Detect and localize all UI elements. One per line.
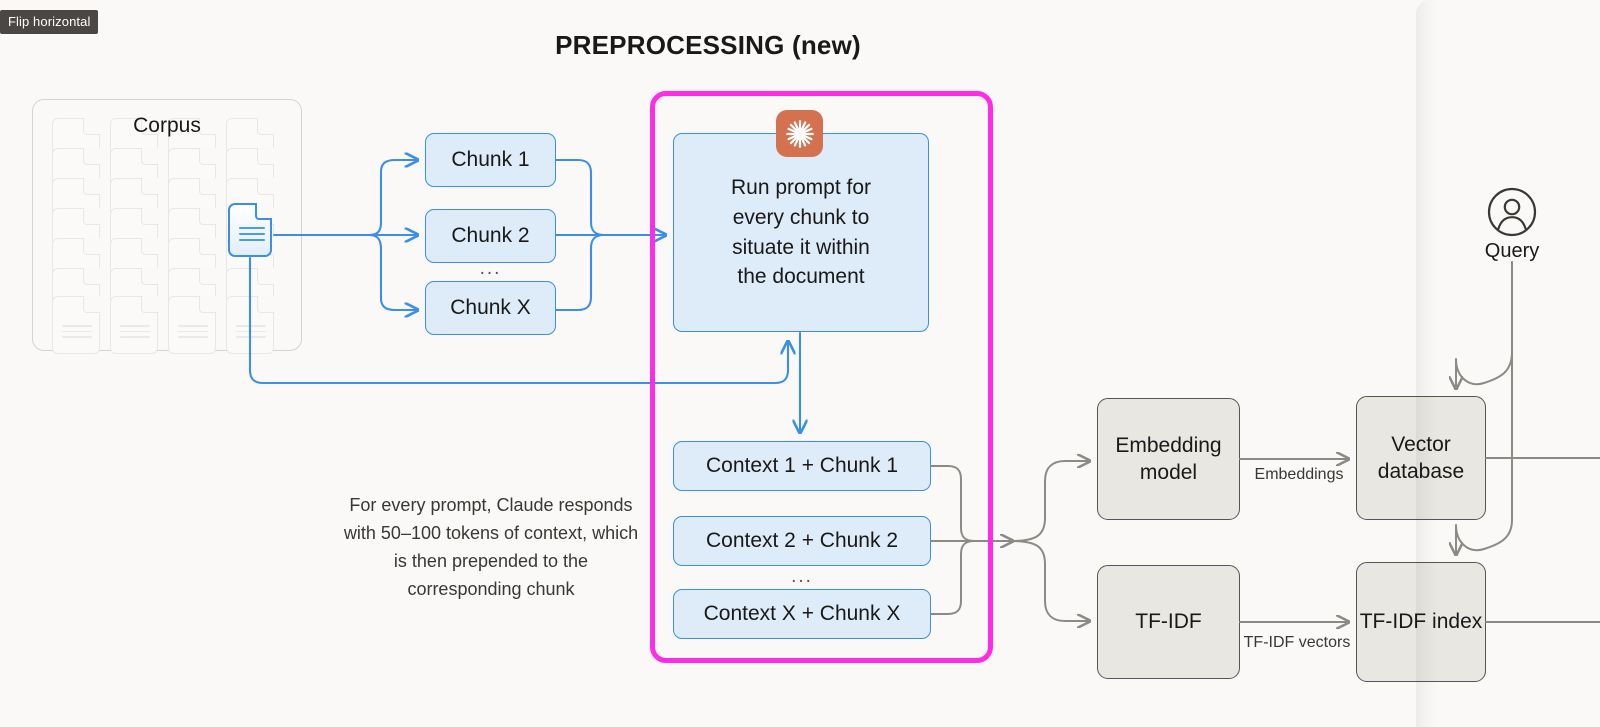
tfidf-label: TF-IDF — [1135, 610, 1202, 634]
chunk-label: Chunk 2 — [451, 224, 530, 247]
query-label: Query — [1484, 240, 1540, 262]
corpus-document-column — [52, 118, 100, 354]
document-icon — [52, 296, 100, 354]
chunk-node-1[interactable]: Chunk 1 — [425, 133, 556, 187]
tfidf-node[interactable]: TF-IDF — [1097, 565, 1240, 679]
prompt-text: Run prompt for every chunk to situate it… — [721, 173, 881, 292]
page-title: PREPROCESSING (new) — [555, 30, 861, 60]
edge-label-tfidf-vectors: TF-IDF vectors — [1243, 634, 1351, 651]
embedding-model-label: Embedding model — [1115, 433, 1222, 484]
context-node-2[interactable]: Context 2 + Chunk 2 — [673, 516, 931, 566]
corpus-document-column — [110, 118, 158, 354]
tooltip-flip-horizontal: Flip horizontal — [0, 10, 99, 34]
claude-starburst-icon — [776, 110, 823, 157]
active-document-icon[interactable] — [228, 203, 272, 257]
prompt-line-3: situate it within — [732, 235, 870, 259]
context-node-x[interactable]: Context X + Chunk X — [673, 589, 931, 639]
chunk-label: Chunk 1 — [451, 148, 530, 171]
embedding-model-node[interactable]: Embedding model — [1097, 398, 1240, 520]
context-ellipsis: ... — [791, 566, 813, 587]
tfidf-index-node[interactable]: TF-IDF index — [1356, 562, 1486, 682]
tfidf-index-label: TF-IDF index — [1359, 610, 1483, 634]
prompt-line-2: every chunk to — [732, 205, 870, 229]
chunk-ellipsis: ... — [479, 258, 502, 279]
prompt-line-1: Run prompt for — [730, 175, 872, 199]
document-lines — [239, 227, 265, 245]
prompt-line-4: the document — [737, 265, 865, 289]
vector-database-label: Vector database — [1377, 432, 1465, 483]
user-avatar-icon — [1487, 187, 1537, 237]
context-label: Context 1 + Chunk 1 — [705, 454, 899, 477]
corpus-document-column — [168, 118, 216, 354]
context-node-1[interactable]: Context 1 + Chunk 1 — [673, 441, 931, 491]
vector-database-node[interactable]: Vector database — [1356, 396, 1486, 520]
chunk-node-2[interactable]: Chunk 2 — [425, 209, 556, 263]
document-icon — [110, 296, 158, 354]
document-icon — [168, 296, 216, 354]
chunk-label: Chunk X — [450, 296, 531, 319]
prompt-node[interactable]: Run prompt for every chunk to situate it… — [673, 133, 929, 332]
context-label: Context 2 + Chunk 2 — [705, 529, 899, 552]
chunk-node-x[interactable]: Chunk X — [425, 281, 556, 335]
corpus-container — [32, 99, 302, 351]
context-label: Context X + Chunk X — [703, 602, 901, 625]
corpus-label: Corpus — [133, 114, 201, 137]
caption-text: For every prompt, Claude responds with 5… — [343, 495, 639, 599]
document-fold-corner — [255, 203, 272, 220]
edge-label-embeddings: Embeddings — [1254, 466, 1344, 483]
